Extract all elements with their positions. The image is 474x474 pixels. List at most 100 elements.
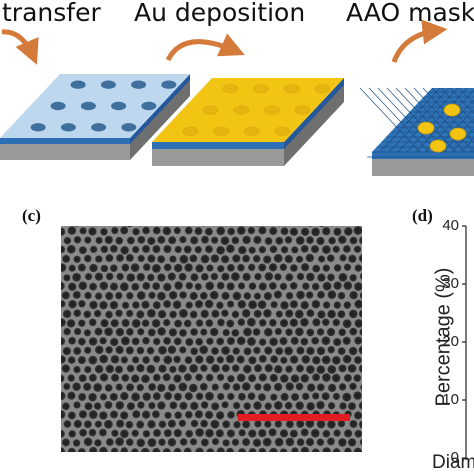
sem-pore (365, 336, 374, 345)
sem-pore (194, 299, 204, 309)
sem-pore (79, 428, 87, 437)
sem-pore (295, 382, 304, 391)
sem-pore (53, 329, 60, 336)
sem-pore (332, 448, 341, 452)
sem-pore (147, 218, 155, 226)
sem-pore (110, 447, 119, 452)
sem-pore (342, 392, 352, 402)
sem-pore (120, 429, 129, 439)
sem-pore (316, 383, 325, 392)
y-tick-label: 40 (442, 217, 459, 234)
sem-pore (376, 429, 383, 436)
sem-pore (385, 301, 393, 309)
sem-pore (84, 254, 92, 263)
sem-pore (211, 363, 220, 373)
sem-pore (178, 382, 188, 392)
sem-pore (369, 346, 378, 355)
sem-pore (104, 327, 114, 337)
sem-pore (121, 263, 130, 272)
sem-pore (137, 254, 145, 263)
sem-pore (152, 392, 161, 401)
pore-hole (60, 123, 76, 132)
sem-pore (232, 383, 241, 392)
sem-pore (280, 301, 289, 310)
sem-pore (62, 218, 70, 226)
au-dimple (283, 84, 300, 94)
sem-pore (358, 401, 362, 410)
sem-pore (290, 336, 299, 345)
sem-pore (226, 429, 235, 438)
sem-pore (232, 347, 240, 355)
sem-pore (52, 365, 60, 373)
sem-pore (195, 428, 205, 437)
sem-pore (211, 437, 220, 446)
sem-pore (343, 429, 353, 438)
sem-pore (195, 355, 204, 364)
sem-pore (242, 420, 251, 429)
sem-pore (78, 374, 87, 383)
sem-pore (295, 236, 305, 245)
pore-hole (161, 80, 177, 89)
sem-pore (190, 328, 199, 336)
sem-pore (365, 227, 373, 235)
sem-pore (381, 439, 389, 447)
sem-pore (179, 254, 189, 264)
au-dimple (182, 126, 199, 136)
sem-pore (163, 466, 172, 474)
sem-pore (132, 301, 140, 309)
sem-pore (174, 319, 183, 328)
sem-pore (291, 447, 299, 452)
sem-pore (174, 245, 182, 254)
sem-pore (137, 235, 146, 244)
sem-pore (285, 365, 293, 373)
sem-pore (274, 273, 282, 281)
sem-pore (300, 245, 309, 253)
sem-pore (358, 236, 362, 245)
sem-pore (200, 364, 208, 372)
sem-pore (300, 428, 309, 437)
sem-pore (226, 244, 235, 254)
sem-pore (359, 217, 368, 226)
sem-pore (63, 420, 72, 428)
sem-pore (327, 345, 335, 354)
sem-pore (157, 255, 166, 264)
sem-pore (73, 347, 82, 355)
sem-pore (365, 447, 374, 456)
sem-pore (317, 273, 326, 282)
sem-pore (316, 365, 326, 374)
sem-pore (67, 374, 75, 382)
pore-hole (111, 101, 127, 111)
sem-pore (147, 273, 155, 282)
sem-pore (221, 272, 230, 281)
sem-pore (321, 465, 329, 473)
sem-pore (264, 237, 273, 246)
sem-pore (142, 392, 151, 402)
gold-nanodot (449, 127, 467, 141)
sem-pore (359, 438, 362, 446)
sem-pore (333, 301, 342, 309)
sem-pore (183, 245, 192, 254)
sem-pore (285, 291, 294, 300)
sem-pore (232, 401, 241, 410)
sem-pore (126, 273, 136, 282)
sem-pore (120, 447, 128, 452)
sem-pore (289, 281, 298, 290)
sem-pore (253, 401, 262, 410)
sem-pore (242, 272, 251, 282)
arrow-deposition (165, 33, 245, 62)
sem-pore (222, 382, 231, 391)
sem-pore (334, 465, 342, 473)
sem-pore (147, 328, 156, 337)
sem-pore (73, 327, 82, 336)
sem-pore (264, 420, 272, 428)
sem-pore (284, 254, 293, 264)
pore-hole (80, 101, 96, 111)
sem-pore (365, 300, 373, 308)
y-axis-label: Percentage (%) (432, 267, 455, 407)
sem-pore (170, 218, 178, 226)
sem-pore (121, 301, 130, 309)
sem-pore (243, 402, 252, 410)
sem-pore (63, 327, 71, 336)
sem-pore (322, 447, 331, 452)
sem-pore (63, 236, 72, 245)
